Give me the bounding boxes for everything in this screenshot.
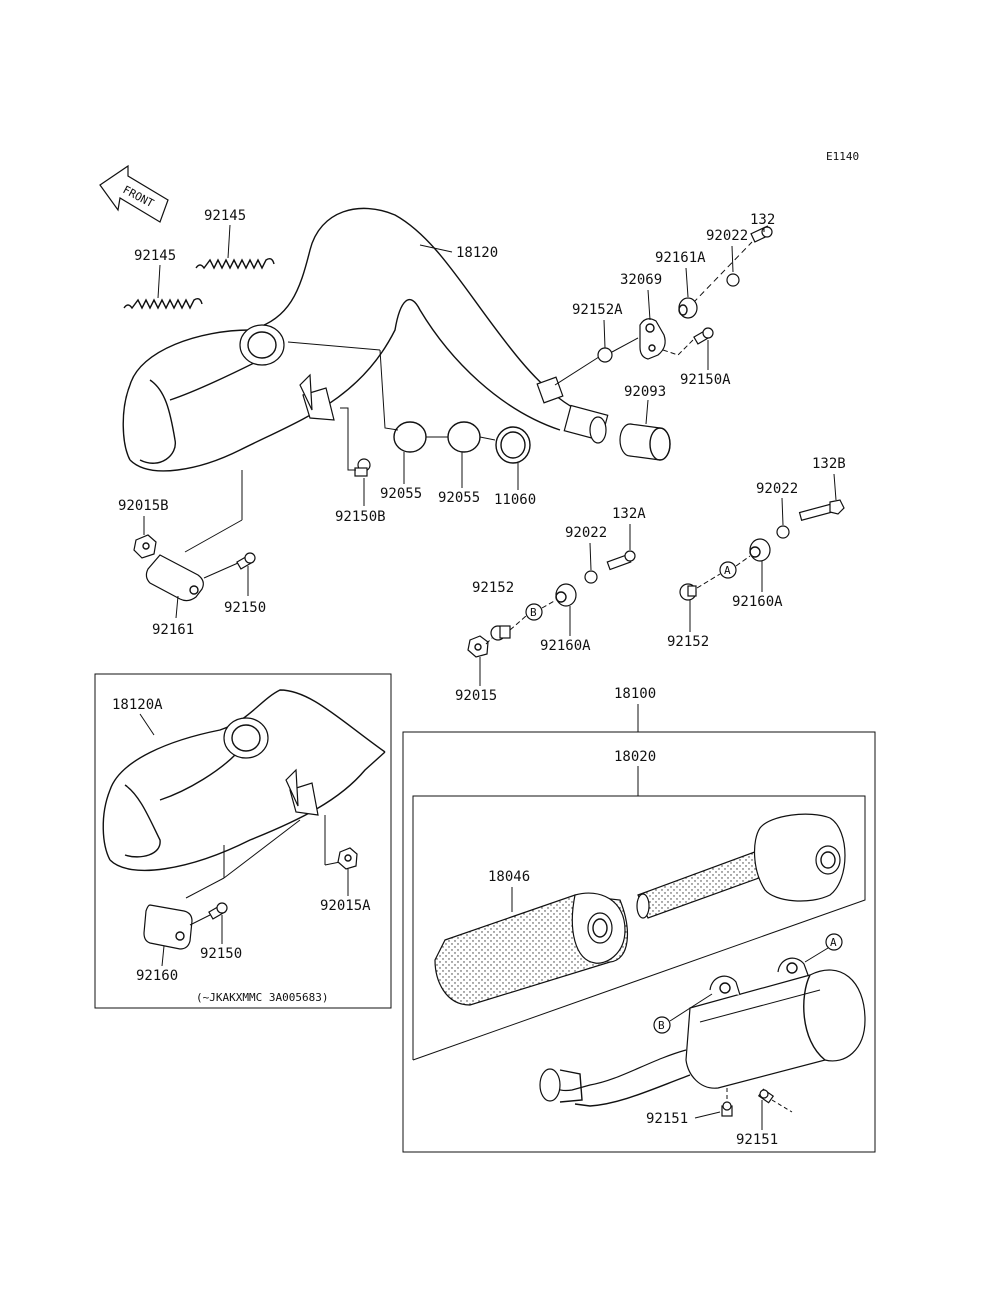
variant-inset-box: [94, 673, 392, 1009]
label-92151-b: 92151: [736, 1132, 778, 1148]
o-ring-92055-a: [393, 421, 427, 453]
marker-b-upper-label: B: [530, 606, 537, 619]
label-92150A: 92150A: [680, 372, 731, 388]
silencer-packing-18046: [434, 892, 629, 1006]
marker-a-lower: [825, 933, 843, 951]
label-132: 132: [750, 212, 775, 228]
label-92015: 92015: [455, 688, 497, 704]
collar-92152-center: [490, 625, 511, 641]
grommet-92160A-center: [555, 583, 577, 607]
variant-note: (~JKAKXMMC 3A005683): [196, 991, 328, 1004]
o-ring-92055-b: [447, 421, 481, 453]
label-92145-a: 92145: [204, 208, 246, 224]
marker-b-upper: [525, 603, 543, 621]
nut-92015A: [337, 847, 358, 870]
silencer-internal-box: [412, 795, 866, 1061]
bolt-92150A: [693, 327, 714, 345]
bolt-92150-inset: [208, 902, 228, 920]
perforated-core-pipe: [636, 849, 771, 919]
spring-92145-upper: [195, 257, 275, 270]
bracket-92161: [145, 554, 204, 602]
front-arrow-icon: FRONT: [99, 164, 169, 223]
label-92055-a: 92055: [380, 486, 422, 502]
bolt-92150-upper: [236, 552, 256, 570]
marker-b-lower: [653, 1016, 671, 1034]
diagram-code: E1140: [826, 150, 859, 163]
label-92152A: 92152A: [572, 302, 623, 318]
exhaust-pipe-18120A: [102, 689, 386, 872]
label-18046: 18046: [488, 869, 530, 885]
silencer-body: [539, 957, 866, 1107]
label-18020: 18020: [614, 749, 656, 765]
label-92160A-b: 92160A: [732, 594, 783, 610]
label-132B: 132B: [812, 456, 846, 472]
bolt-132B: [798, 499, 845, 521]
washer-92022-right: [776, 525, 790, 539]
bolt-132: [750, 225, 773, 243]
label-92093: 92093: [624, 384, 666, 400]
grommet-92160A-right: [749, 538, 771, 562]
bolt-92151-right: [757, 1088, 775, 1104]
label-92152-b: 92152: [667, 634, 709, 650]
label-18100: 18100: [614, 686, 656, 702]
label-92161: 92161: [152, 622, 194, 638]
label-92145-b: 92145: [134, 248, 176, 264]
label-18120A: 18120A: [112, 697, 163, 713]
label-92022-a: 92022: [706, 228, 748, 244]
label-92161A: 92161A: [655, 250, 706, 266]
marker-a-upper: [719, 561, 737, 579]
spring-92145-lower: [123, 297, 203, 310]
label-132A: 132A: [612, 506, 646, 522]
label-18120: 18120: [456, 245, 498, 261]
label-92022-b: 92022: [756, 481, 798, 497]
washer-92022-center: [584, 570, 598, 584]
grommet-92161A: [678, 297, 698, 319]
label-92160: 92160: [136, 968, 178, 984]
label-92150-b: 92150: [200, 946, 242, 962]
label-92055-b: 92055: [438, 490, 480, 506]
bolt-92151-left: [721, 1101, 733, 1117]
label-92015B: 92015B: [118, 498, 169, 514]
label-92160A-a: 92160A: [540, 638, 591, 654]
end-cap: [753, 813, 846, 902]
label-11060: 11060: [494, 492, 536, 508]
label-92152-a: 92152: [472, 580, 514, 596]
label-92151-a: 92151: [646, 1111, 688, 1127]
silencer-assembly-box: [402, 731, 876, 1153]
gasket-11060: [495, 426, 531, 464]
pipe-mount-bracket: [536, 354, 603, 404]
collar-92152A: [597, 347, 613, 363]
label-92150B: 92150B: [335, 509, 386, 525]
bracket-92160: [143, 904, 193, 950]
sleeve-92093: [619, 423, 671, 461]
nut-92015B: [133, 534, 157, 559]
label-92022-c: 92022: [565, 525, 607, 541]
washer-92022-top: [726, 273, 740, 287]
label-32069: 32069: [620, 272, 662, 288]
exhaust-pipe-18120: [122, 207, 609, 472]
marker-a-lower-label: A: [830, 936, 837, 949]
marker-a-upper-label: A: [724, 564, 731, 577]
bolt-92150B: [354, 458, 371, 477]
bolt-132A: [606, 550, 636, 571]
label-92015A: 92015A: [320, 898, 371, 914]
nut-92015: [467, 635, 489, 658]
label-92150-a: 92150: [224, 600, 266, 616]
collar-92152-right: [679, 583, 697, 601]
marker-b-lower-label: B: [658, 1019, 665, 1032]
plate-32069: [639, 318, 666, 360]
